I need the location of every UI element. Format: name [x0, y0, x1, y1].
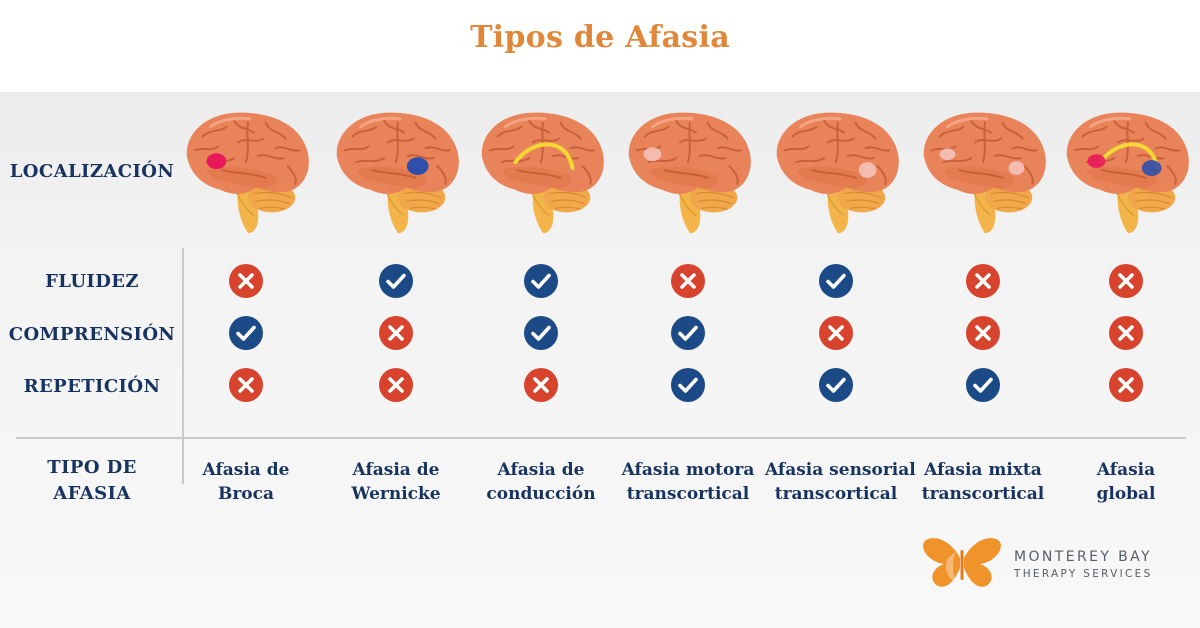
aphasia-type-line2: conducción — [486, 484, 596, 504]
brain-temporal-pale-icon — [776, 112, 899, 234]
aphasia-type-label: Afasia de Broca — [175, 458, 317, 506]
butterfly-logo-icon — [923, 538, 1001, 587]
aphasia-type-line2: global — [1096, 484, 1156, 504]
brain-mixed-pale-icon — [923, 112, 1046, 234]
check-icon — [524, 316, 558, 350]
row-label-fluidez: FLUIDEZ — [45, 271, 139, 292]
cross-icon — [671, 264, 705, 298]
check-icon — [819, 368, 853, 402]
cross-icon — [379, 368, 413, 402]
cross-icon — [819, 316, 853, 350]
aphasia-type-line2: Wernicke — [351, 484, 441, 504]
row-label-localizacion: LOCALIZACIÓN — [9, 161, 175, 182]
row-label-repeticion: REPETICIÓN — [23, 376, 161, 397]
aphasia-type-line2: transcortical — [626, 484, 750, 504]
aphasia-type-line1: Afasia de — [202, 460, 290, 480]
aphasia-type-label: Afasia de conducción — [470, 458, 612, 506]
check-icon — [966, 368, 1000, 402]
brain-arcuate-icon — [481, 112, 604, 234]
check-icon — [819, 264, 853, 298]
aphasia-type-label: Afasia sensorial transcortical — [765, 458, 916, 506]
brain-frontal-pale-icon — [628, 112, 751, 234]
aphasia-type-line1: Afasia motora — [621, 460, 755, 480]
vertical-divider — [182, 248, 184, 484]
cross-icon — [1109, 368, 1143, 402]
aphasia-type-line1: Afasia sensorial — [765, 460, 916, 480]
brain-wernicke-icon — [336, 112, 459, 234]
aphasia-type-line1: Afasia de — [497, 460, 585, 480]
aphasia-type-label: Afasia motora transcortical — [617, 458, 759, 506]
row-label-comprension: COMPRENSIÓN — [8, 324, 176, 345]
aphasia-type-line2: transcortical — [774, 484, 898, 504]
aphasia-type-line2: transcortical — [921, 484, 1045, 504]
check-icon — [524, 264, 558, 298]
cross-icon — [229, 368, 263, 402]
horizontal-divider — [16, 437, 1186, 439]
brain-global-icon — [1066, 112, 1189, 234]
aphasia-type-line2: Broca — [217, 484, 275, 504]
aphasia-type-line1: Afasia mixta — [924, 460, 1042, 480]
aphasia-type-line1: Afasia — [1096, 460, 1156, 480]
page-title: Tipos de Afasia — [470, 20, 730, 55]
aphasia-type-line1: Afasia de — [352, 460, 440, 480]
logo-line1: MONTEREY BAY — [1014, 549, 1152, 565]
cross-icon — [1109, 316, 1143, 350]
cross-icon — [966, 316, 1000, 350]
cross-icon — [379, 316, 413, 350]
logo-text: MONTEREY BAY THERAPY SERVICES — [1014, 548, 1153, 582]
check-icon — [671, 316, 705, 350]
logo-line2: THERAPY SERVICES — [1014, 568, 1153, 580]
brain-broca-icon — [186, 112, 309, 234]
cross-icon — [1109, 264, 1143, 298]
check-icon — [379, 264, 413, 298]
check-icon — [229, 316, 263, 350]
aphasia-type-label: Afasia de Wernicke — [325, 458, 467, 506]
cross-icon — [966, 264, 1000, 298]
aphasia-type-label: Afasia mixta transcortical — [912, 458, 1054, 506]
row-label-tipo: TIPO DE AFASIA — [8, 455, 176, 507]
aphasia-type-label: Afasia global — [1055, 458, 1197, 506]
cross-icon — [229, 264, 263, 298]
cross-icon — [524, 368, 558, 402]
check-icon — [671, 368, 705, 402]
row-label-tipo-line2: AFASIA — [53, 483, 131, 504]
row-label-tipo-line1: TIPO DE — [47, 457, 137, 478]
